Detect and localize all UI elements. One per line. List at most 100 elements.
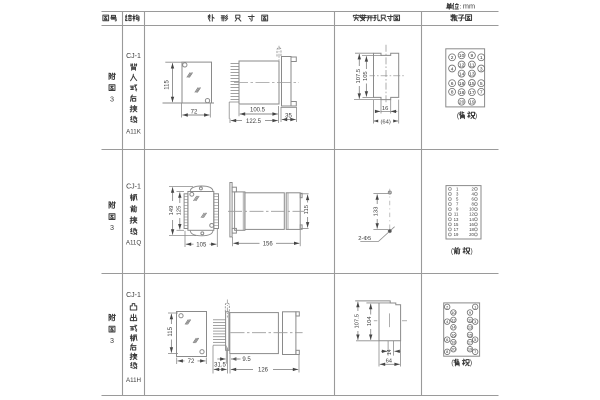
svg-text:A11K: A11K	[126, 128, 142, 135]
svg-text:16: 16	[451, 332, 455, 337]
svg-text:1: 1	[456, 186, 459, 191]
svg-text:115: 115	[165, 80, 171, 90]
svg-text:11: 11	[469, 62, 474, 68]
svg-text:18: 18	[451, 340, 455, 345]
svg-text:115: 115	[304, 205, 310, 214]
svg-text:17: 17	[468, 340, 472, 345]
svg-text:A11H: A11H	[126, 377, 141, 384]
svg-text:5: 5	[456, 197, 459, 202]
svg-text:72: 72	[191, 109, 198, 115]
svg-text:18: 18	[469, 227, 474, 232]
svg-text:3: 3	[474, 319, 476, 324]
svg-text:115: 115	[168, 326, 174, 336]
svg-text:7: 7	[480, 90, 483, 96]
svg-text:31.5: 31.5	[214, 363, 226, 369]
svg-text:2: 2	[446, 304, 448, 309]
svg-text:14: 14	[387, 349, 393, 355]
svg-text:8: 8	[446, 349, 448, 354]
svg-text:156: 156	[263, 241, 274, 247]
svg-text:2: 2	[472, 186, 475, 191]
svg-text:9: 9	[469, 310, 471, 315]
svg-text:19: 19	[469, 99, 475, 105]
svg-text:6: 6	[472, 197, 475, 202]
svg-text:9: 9	[456, 207, 459, 212]
svg-text:8: 8	[451, 90, 454, 96]
svg-text:105: 105	[196, 242, 207, 248]
svg-text:13: 13	[454, 217, 459, 222]
svg-text:19: 19	[454, 232, 459, 237]
svg-text:CJ-1: CJ-1	[126, 292, 141, 299]
svg-text:14: 14	[451, 325, 456, 330]
svg-text:CJ-1: CJ-1	[126, 53, 141, 60]
svg-text:107.5: 107.5	[354, 314, 360, 329]
svg-text:149: 149	[169, 206, 175, 216]
svg-text:10: 10	[459, 53, 465, 59]
svg-text:7: 7	[456, 202, 459, 207]
svg-text:4: 4	[451, 66, 454, 72]
svg-text:15: 15	[468, 332, 472, 337]
svg-text:35: 35	[285, 114, 292, 120]
svg-text:3: 3	[110, 223, 114, 232]
svg-text:): )	[475, 111, 478, 120]
svg-text:12: 12	[459, 62, 465, 68]
svg-text:104: 104	[367, 316, 373, 326]
svg-text:17: 17	[454, 227, 459, 232]
svg-text:16: 16	[469, 222, 474, 227]
svg-text:107.5: 107.5	[356, 69, 362, 84]
svg-text:133: 133	[374, 207, 380, 217]
svg-text:72: 72	[188, 359, 195, 365]
svg-text:mm: mm	[463, 2, 475, 11]
svg-text:15: 15	[454, 222, 459, 227]
svg-text:2: 2	[451, 55, 454, 61]
svg-text:20: 20	[469, 232, 474, 237]
svg-text:17: 17	[469, 90, 475, 96]
svg-text:11: 11	[454, 212, 459, 217]
svg-text:12: 12	[469, 212, 474, 217]
svg-text:7: 7	[474, 349, 476, 354]
svg-text:4: 4	[472, 191, 475, 196]
svg-text:64: 64	[386, 359, 393, 365]
svg-text:15: 15	[469, 81, 475, 87]
svg-text:): )	[470, 248, 472, 255]
svg-text:A11Q: A11Q	[126, 240, 142, 247]
svg-text:14: 14	[459, 71, 465, 77]
svg-text:14: 14	[469, 217, 474, 222]
svg-text:16: 16	[382, 106, 388, 112]
svg-text:6: 6	[451, 81, 454, 87]
svg-text:20: 20	[459, 99, 465, 105]
svg-text:CJ-1: CJ-1	[126, 184, 141, 191]
svg-text:5: 5	[474, 337, 476, 342]
svg-text:3: 3	[110, 336, 114, 345]
svg-text:(64): (64)	[380, 119, 390, 125]
svg-text:100.5: 100.5	[250, 108, 266, 114]
svg-text::: :	[459, 4, 461, 11]
svg-text:19: 19	[468, 347, 472, 352]
svg-text:105: 105	[363, 71, 369, 81]
svg-text:3: 3	[480, 66, 483, 72]
svg-text:126: 126	[258, 368, 269, 374]
svg-text:11: 11	[468, 317, 472, 322]
svg-text:3: 3	[456, 191, 459, 196]
svg-text:20: 20	[451, 347, 456, 352]
svg-text:125: 125	[176, 206, 182, 216]
svg-text:2-Φ5: 2-Φ5	[358, 236, 371, 242]
svg-text:9: 9	[471, 53, 474, 59]
svg-text:16: 16	[459, 81, 465, 87]
svg-text:3: 3	[110, 94, 114, 103]
svg-text:18: 18	[459, 90, 465, 96]
svg-text:(: (	[457, 111, 460, 120]
svg-text:10: 10	[469, 207, 474, 212]
svg-text:8: 8	[472, 202, 475, 207]
svg-text:(: (	[451, 248, 454, 255]
svg-text:5: 5	[480, 81, 483, 87]
svg-text:13: 13	[469, 71, 475, 77]
svg-text:1: 1	[474, 304, 476, 309]
svg-text:122.5: 122.5	[246, 119, 262, 125]
svg-text:4: 4	[446, 319, 449, 324]
svg-text:10: 10	[451, 310, 456, 315]
svg-text:13: 13	[468, 325, 472, 330]
svg-text:9.5: 9.5	[242, 357, 251, 363]
svg-text:12: 12	[451, 317, 455, 322]
svg-text:6: 6	[446, 337, 448, 342]
svg-text:(: (	[451, 358, 454, 367]
